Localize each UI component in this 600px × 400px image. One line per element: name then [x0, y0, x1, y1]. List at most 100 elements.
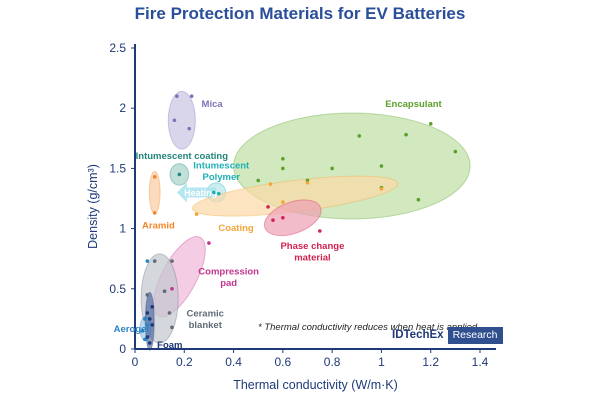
label-foam: Foam — [157, 340, 182, 351]
point-aerogel-4 — [143, 337, 147, 342]
footnote: * Thermal conductivity reduces when heat… — [258, 322, 477, 334]
point-intumescent-polymer-0 — [212, 190, 216, 195]
point-encapsulant-9 — [453, 149, 458, 154]
point-intumescent-coating-0 — [177, 172, 182, 177]
point-foam-5 — [147, 341, 152, 345]
point-encapsulant-2 — [281, 156, 285, 161]
label-line: Compression — [198, 266, 259, 277]
label-mica: Mica — [202, 99, 224, 110]
label-line: Foam — [157, 340, 182, 351]
point-ceramic-blanket-0 — [152, 259, 157, 263]
point-phase-change-material-1 — [271, 218, 275, 222]
point-foam-4 — [150, 305, 155, 309]
y-tick-label: 0.5 — [109, 282, 126, 296]
y-axis-label: Density (g/cm³) — [86, 164, 100, 249]
x-tick-label: 0.4 — [225, 355, 242, 369]
point-phase-change-material-0 — [266, 205, 270, 209]
point-encapsulant-4 — [330, 166, 334, 171]
point-coating-3 — [281, 200, 285, 204]
point-intumescent-polymer-1 — [216, 191, 221, 196]
x-tick-label: 1 — [378, 355, 385, 369]
point-encapsulant-10 — [416, 197, 421, 202]
label-line: Intumescent coating — [136, 151, 229, 162]
logo-research-tag: Research — [447, 327, 503, 344]
label-line: Coating — [218, 223, 254, 234]
point-encapsulant-1 — [281, 166, 285, 171]
x-tick-label: 1.4 — [472, 355, 489, 369]
point-coating-1 — [268, 182, 273, 186]
region-mica — [167, 90, 196, 150]
point-coating-2 — [305, 181, 310, 185]
logo-brand: IDTechEx — [392, 329, 444, 341]
point-aerogel-1 — [145, 323, 150, 327]
point-mica-0 — [175, 94, 179, 98]
label-aerogel: Aerogel — [114, 324, 149, 335]
y-tick-label: 2 — [119, 101, 126, 115]
point-aerogel-3 — [145, 259, 150, 263]
label-coating: Coating — [218, 223, 254, 234]
y-tick-label: 0 — [119, 342, 126, 356]
label-line: material — [294, 253, 330, 264]
point-compression-pad-0 — [207, 241, 211, 245]
label-aramid: Aramid — [142, 221, 175, 232]
label-encapsulant: Encapsulant — [385, 99, 442, 110]
point-encapsulant-6 — [379, 164, 384, 168]
label-intumescent-coating: Intumescent coating — [136, 151, 229, 162]
x-tick-label: 1.2 — [422, 355, 439, 369]
x-tick-label: 0.8 — [324, 355, 341, 369]
point-foam-2 — [150, 323, 155, 327]
label-line: Aerogel — [114, 324, 149, 335]
point-aramid-0 — [152, 175, 157, 179]
x-tick-label: 0.6 — [275, 355, 292, 369]
point-ceramic-blanket-1 — [170, 259, 174, 263]
point-phase-change-material-2 — [281, 215, 285, 220]
point-aramid-1 — [152, 211, 157, 215]
label-line: pad — [220, 278, 237, 289]
label-line: Encapsulant — [385, 99, 442, 110]
point-layer — [140, 94, 458, 345]
label-line: Intumescent — [193, 160, 250, 171]
idtechex-logo: IDTechEx Research — [392, 327, 503, 344]
x-tick-label: 0.2 — [176, 355, 193, 369]
label-line: Mica — [202, 99, 224, 110]
point-encapsulant-8 — [428, 122, 433, 126]
point-ceramic-blanket-2 — [162, 289, 167, 294]
label-line: Ceramic — [186, 308, 224, 319]
point-aerogel-0 — [143, 317, 147, 321]
y-tick-label: 2.5 — [109, 41, 126, 55]
point-encapsulant-5 — [357, 134, 362, 138]
point-compression-pad-1 — [170, 287, 174, 291]
point-phase-change-material-3 — [318, 229, 322, 233]
region-phase-change-material — [263, 199, 322, 237]
label-line: blanket — [189, 320, 223, 331]
point-ceramic-blanket-5 — [170, 325, 174, 330]
x-tick-label: 0 — [132, 355, 139, 369]
point-mica-1 — [189, 94, 194, 98]
heating-arrow: Heating — [176, 182, 217, 203]
heating-arrow-shape — [176, 182, 217, 203]
point-coating-4 — [379, 187, 384, 191]
point-ceramic-blanket-4 — [167, 311, 172, 315]
heating-arrow-label: Heating — [184, 188, 217, 198]
point-foam-3 — [145, 335, 150, 339]
point-coating-0 — [194, 212, 199, 216]
point-mica-3 — [172, 118, 177, 123]
y-tick-label: 1 — [119, 222, 126, 236]
point-mica-2 — [187, 126, 192, 131]
point-ceramic-blanket-3 — [145, 293, 150, 297]
chart-title: Fire Protection Materials for EV Batteri… — [134, 4, 466, 23]
point-encapsulant-7 — [404, 132, 408, 137]
footnote-text: * Thermal conductivity reduces when heat… — [258, 322, 478, 333]
point-aerogel-2 — [140, 329, 145, 333]
label-line: Phase change — [280, 241, 344, 252]
point-encapsulant-0 — [256, 178, 261, 183]
point-foam-1 — [147, 317, 152, 321]
x-axis-label: Thermal conductivity (W/m·K) — [233, 378, 398, 392]
